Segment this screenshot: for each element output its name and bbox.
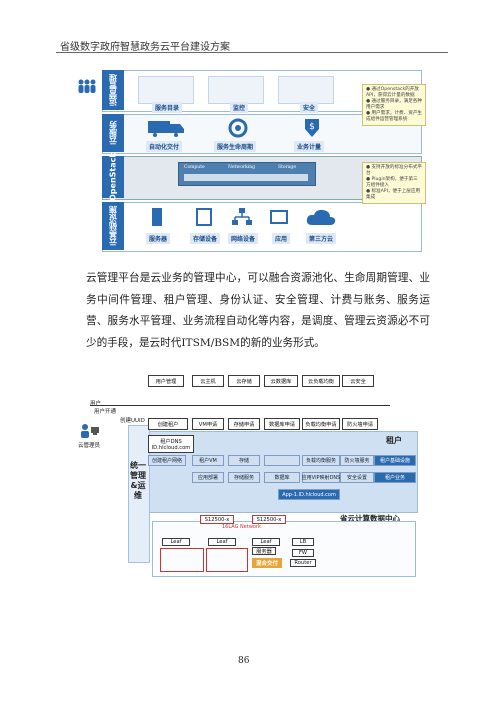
service-4: 安全设置 bbox=[340, 472, 374, 483]
request-2: 存储申请 bbox=[228, 418, 260, 430]
dc-label: 省云计算数据中心 bbox=[340, 514, 400, 523]
row4-label-4: 第三方云 bbox=[306, 233, 337, 244]
page-number: 86 bbox=[238, 656, 250, 666]
tenant-dns-box: 租户DNS ID.hlcloud.com bbox=[148, 435, 194, 453]
row2-label-0: 自动化交付 bbox=[146, 141, 183, 152]
page-header: 省级数字政府智慧政务云平台建设方案 bbox=[60, 42, 230, 53]
billing-icon: $ bbox=[304, 117, 320, 143]
resource-1: 租户VM bbox=[192, 455, 224, 466]
layer-label-infrastructure: 云基础设施 bbox=[102, 202, 124, 250]
user-bus-line bbox=[90, 405, 390, 406]
cloud-management-figure: 用户管理 云主机 云存储 云数据库 云负载均衡 云安全 用户 用户开通 创建UU… bbox=[56, 365, 428, 577]
openstack-storage: Storage bbox=[278, 165, 296, 170]
resource-2: 存储 bbox=[228, 455, 260, 466]
openstack-networking: Networking bbox=[228, 165, 256, 170]
leaf-1: Leaf bbox=[208, 538, 236, 546]
fw-box: FW bbox=[292, 549, 314, 557]
storage-icon bbox=[196, 208, 212, 226]
service-3: 应用VIP映射DNS bbox=[302, 472, 340, 483]
top-box-3: 云数据库 bbox=[264, 375, 298, 387]
user-label: 用户 bbox=[90, 401, 102, 407]
admin-icon bbox=[80, 423, 100, 443]
switch-0: S12500-x bbox=[200, 515, 234, 524]
lifecycle-icon bbox=[228, 118, 248, 142]
resource-0: 创建租户网络 bbox=[148, 455, 186, 466]
top-box-5: 云安全 bbox=[342, 375, 374, 387]
request-5: 防火墙申请 bbox=[342, 418, 378, 430]
service-2: 数据库 bbox=[264, 472, 300, 483]
uuid-label: 创建UUID bbox=[120, 418, 145, 424]
leaf-0: Leaf bbox=[162, 538, 190, 546]
row1-label-2: 安全 bbox=[300, 102, 319, 113]
header-divider bbox=[56, 52, 448, 53]
row4-label-2: 网络设备 bbox=[228, 233, 259, 244]
top-box-2: 云存储 bbox=[228, 375, 260, 387]
top-box-1: 云主机 bbox=[192, 375, 224, 387]
resource-6: 租户基础设施 bbox=[374, 455, 416, 466]
svg-text:$: $ bbox=[309, 122, 315, 132]
layer-label-openstack: OpenStack bbox=[102, 153, 124, 201]
row4-label-0: 服务器 bbox=[146, 233, 171, 244]
resource-5: 防火墙服务 bbox=[340, 455, 374, 466]
row1-label-0: 服务目录 bbox=[152, 102, 183, 113]
open-label: 用户开通 bbox=[94, 409, 117, 415]
top-box-4: 云负载均衡 bbox=[302, 375, 340, 387]
users-icon bbox=[76, 78, 98, 96]
leaf-2: Leaf bbox=[252, 538, 280, 546]
server-box: 服务器 bbox=[252, 547, 276, 555]
app-domain: App-1.ID.hlcloud.com bbox=[278, 489, 340, 500]
unify-label: 统一管理&运维 bbox=[130, 461, 146, 500]
row2-label-2: 业务计量 bbox=[294, 141, 325, 152]
top-box-0: 用户管理 bbox=[148, 375, 184, 387]
layer-infrastructure bbox=[102, 202, 422, 252]
tenant-dns-label: 租户DNS bbox=[160, 438, 182, 445]
lb-box: LB bbox=[292, 538, 314, 546]
unify-column bbox=[128, 425, 150, 563]
application-icon bbox=[270, 210, 288, 224]
row1-label-1: 监控 bbox=[230, 102, 249, 113]
layer-label-operations: 运营管理 bbox=[102, 70, 124, 110]
request-4: 负载均衡申请 bbox=[302, 418, 340, 430]
network-icon bbox=[232, 208, 252, 230]
server-icon bbox=[152, 208, 162, 226]
irf-label: 16LAG Network bbox=[222, 524, 261, 530]
row4-label-3: 应用 bbox=[272, 233, 291, 244]
note-openstack: ● 支持开放的标准分布式平台 ● Plugin架构，便于第三方组件接入 ● 标准… bbox=[362, 162, 426, 204]
row4-label-1: 存储设备 bbox=[190, 233, 221, 244]
rack-group-0 bbox=[160, 548, 204, 572]
service-catalog-thumb bbox=[138, 76, 194, 104]
rack-group-1 bbox=[206, 548, 248, 572]
note-operations: ● 通过Openstack的开放API，获得云计量的数据 ● 通过服务目录，满足… bbox=[362, 84, 426, 126]
service-0: 应用部署 bbox=[192, 472, 224, 483]
row2-label-1: 服务生命周期 bbox=[214, 141, 257, 152]
tenant-label: 租户 bbox=[386, 436, 402, 445]
resource-4: 负载均衡服务 bbox=[302, 455, 340, 466]
service-1: 存储服务 bbox=[228, 472, 260, 483]
layer-label-cloud-service: 云服务 bbox=[102, 114, 124, 152]
tenant-dns-domain: ID.hlcloud.com bbox=[151, 444, 191, 451]
body-paragraph: 云管理平台是云业务的管理中心，可以融合资源池化、生命周期管理、业务中间件管理、租… bbox=[86, 272, 430, 349]
request-1: VM申请 bbox=[192, 418, 224, 430]
truck-icon bbox=[148, 119, 184, 141]
resource-3 bbox=[264, 455, 300, 466]
security-thumb bbox=[278, 76, 334, 104]
request-0: 创建租户 bbox=[148, 418, 188, 430]
openstack-compute: Compute bbox=[184, 165, 205, 170]
monitor-thumb bbox=[208, 76, 264, 104]
request-3: 数据库申请 bbox=[264, 418, 300, 430]
router-box: Router bbox=[290, 559, 316, 567]
cloud-architecture-figure: 运营管理 云服务 OpenStack 云基础设施 服务目录 监控 安全 $ 自动… bbox=[72, 70, 428, 252]
openstack-shared-services bbox=[184, 174, 308, 181]
cloud-icon bbox=[306, 208, 336, 230]
dc-region bbox=[152, 521, 416, 577]
delivery-label: 混合交付 bbox=[252, 558, 282, 568]
service-5: 租户业务 bbox=[374, 472, 416, 483]
admin-label: 云管理员 bbox=[78, 443, 101, 449]
switch-1: S12500-x bbox=[252, 515, 286, 524]
